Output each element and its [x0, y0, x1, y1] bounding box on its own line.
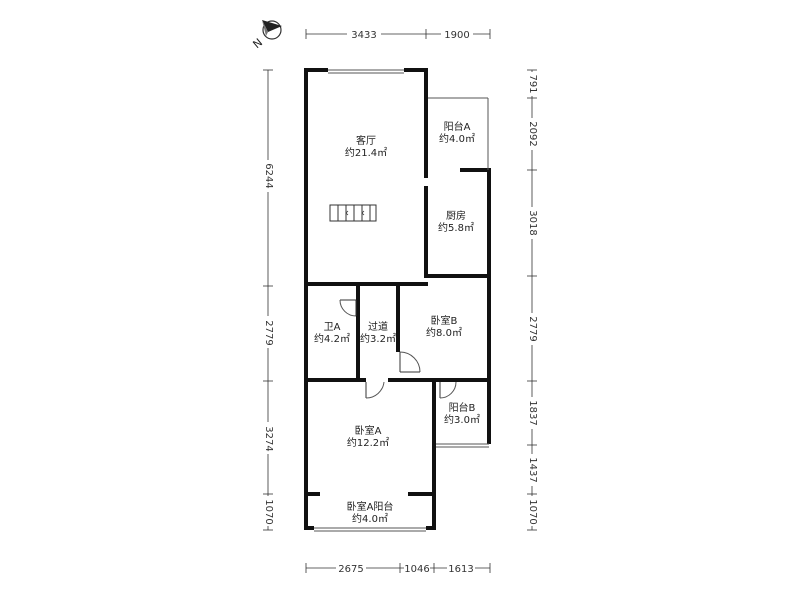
- dim-left-3: 3274: [263, 426, 274, 451]
- compass-label: N: [250, 36, 265, 51]
- room-name: 卧室B: [431, 314, 458, 327]
- room-bedroom-a-balcony: 卧室A阳台 约4.0㎡: [347, 500, 394, 525]
- windows: [314, 69, 489, 532]
- dim-bottom-1: 2675: [338, 564, 363, 575]
- door-bath: [339, 299, 357, 317]
- dim-right-2: 2092: [527, 121, 538, 146]
- right-dimensions: 791 2092 3018 2779 1837 1437 1070: [525, 69, 539, 531]
- room-bedroom-b: 卧室B 约8.0㎡: [426, 314, 462, 339]
- room-area: 约4.2㎡: [314, 332, 350, 345]
- room-area: 约3.2㎡: [360, 332, 396, 345]
- bottom-dimensions: 2675 1046 1613: [305, 561, 491, 575]
- dim-right-4: 2779: [527, 316, 538, 341]
- room-name: 客厅: [356, 134, 376, 147]
- top-dimensions: 3433 1900: [305, 27, 491, 41]
- left-dimensions: 6244 2779 3274 1070: [261, 69, 275, 531]
- room-area: 约3.0㎡: [444, 413, 480, 426]
- room-bath-a: 卫A 约4.2㎡: [314, 322, 350, 345]
- room-area: 约5.8㎡: [438, 221, 474, 234]
- dim-left-4: 1070: [263, 499, 274, 524]
- room-name: 卧室A阳台: [347, 500, 394, 513]
- room-balcony-b: 阳台B 约3.0㎡: [444, 401, 480, 426]
- stairs-icon: [329, 204, 377, 222]
- room-name: 厨房: [446, 209, 466, 222]
- room-name: 卫A: [324, 322, 341, 333]
- room-balcony-a: 阳台A 约4.0㎡: [439, 120, 475, 145]
- room-name: 阳台A: [444, 120, 471, 133]
- room-area: 约12.2㎡: [347, 436, 389, 449]
- dim-right-6: 1437: [527, 457, 538, 482]
- room-bedroom-a: 卧室A 约12.2㎡: [347, 424, 389, 449]
- walls: [304, 68, 491, 530]
- dim-top-2: 1900: [444, 30, 469, 41]
- room-name: 过道: [368, 320, 388, 333]
- dim-top-1: 3433: [351, 30, 376, 41]
- compass-icon: N: [250, 20, 282, 51]
- room-corridor: 过道 约3.2㎡: [360, 320, 396, 345]
- dim-right-5: 1837: [527, 400, 538, 425]
- door-bedroom-a: [365, 381, 385, 399]
- dim-right-1: 791: [527, 74, 538, 93]
- room-area: 约4.0㎡: [439, 132, 475, 145]
- door-balcony-b: [439, 381, 457, 399]
- dim-bottom-2: 1046: [404, 564, 429, 575]
- door-bedroom-b: [399, 351, 421, 373]
- room-living: 客厅 约21.4㎡: [345, 134, 387, 159]
- room-area: 约8.0㎡: [426, 326, 462, 339]
- room-kitchen: 厨房 约5.8㎡: [438, 209, 474, 234]
- room-area: 约21.4㎡: [345, 146, 387, 159]
- room-name: 卧室A: [355, 424, 382, 437]
- dim-left-2: 2779: [263, 320, 274, 345]
- room-area: 约4.0㎡: [352, 512, 388, 525]
- dim-right-3: 3018: [527, 210, 538, 235]
- dim-left-1: 6244: [263, 163, 274, 188]
- dim-right-7: 1070: [527, 499, 538, 524]
- dim-bottom-3: 1613: [448, 564, 473, 575]
- room-name: 阳台B: [449, 401, 476, 414]
